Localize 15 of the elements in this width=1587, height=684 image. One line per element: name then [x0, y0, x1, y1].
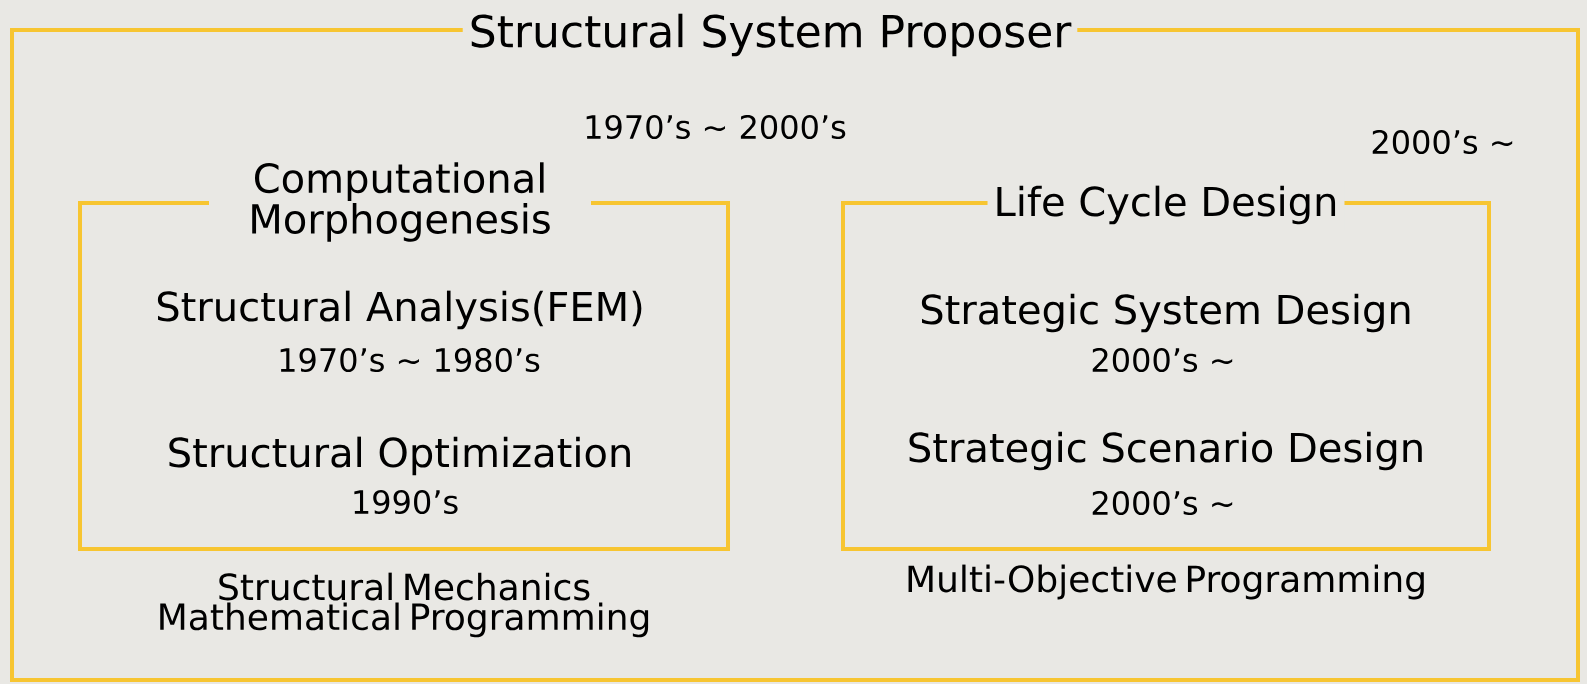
note-text: 2000’s ∼: [1372, 129, 1513, 155]
date-text: 2000’s ∼: [1092, 490, 1233, 516]
note-text: Structural Mechanics Mathematical Programming: [160, 572, 649, 638]
heading-text: Life Cycle Design: [987, 179, 1345, 231]
heading-text: Structural System Proposer: [462, 7, 1078, 63]
note-text: Multi-Objective Programming: [908, 564, 1424, 600]
heading-text: Computational Morphogenesis: [209, 156, 591, 248]
topic-text: Structural Analysis(FEM): [157, 290, 642, 330]
date-text: 1990’s: [354, 489, 458, 515]
topic-text: Strategic Scenario Design: [909, 431, 1422, 471]
note-text: 1970’s ∼ 2000’s: [586, 114, 846, 140]
topic-text: Structural Optimization: [169, 436, 630, 476]
date-text: 2000’s ∼: [1092, 347, 1233, 373]
topic-text: Strategic System Design: [921, 293, 1410, 333]
date-text: 1970’s ∼ 1980’s: [280, 347, 540, 373]
